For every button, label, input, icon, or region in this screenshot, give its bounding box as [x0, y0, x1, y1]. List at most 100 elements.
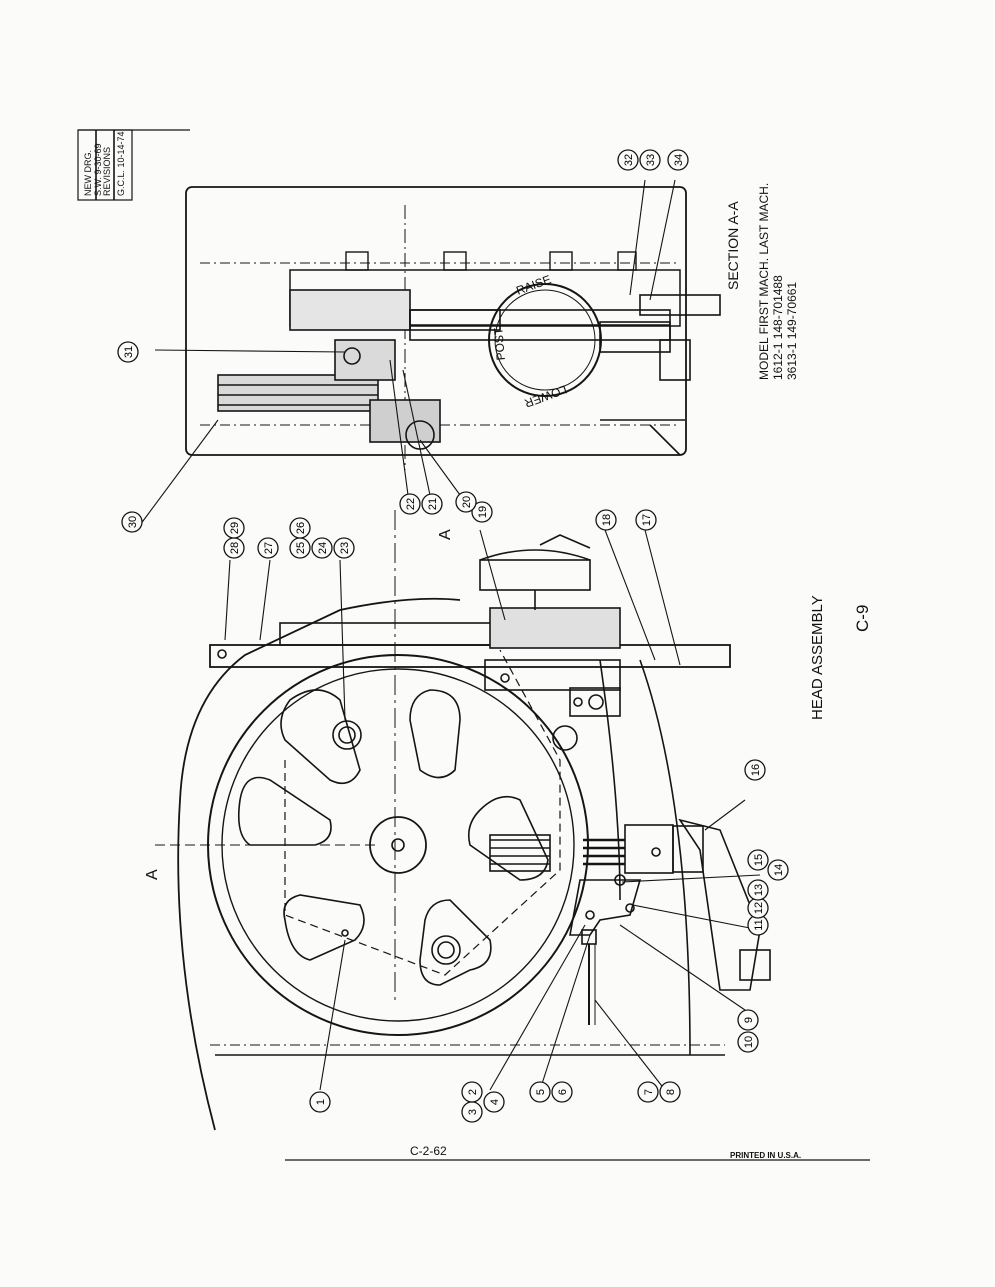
- callout-number: 19: [477, 506, 489, 518]
- callout-number: 23: [339, 542, 351, 554]
- callout-3: 3: [461, 1101, 483, 1123]
- callout-34: 34: [667, 149, 689, 171]
- rev-line-4: G.C.L. 10-14-74: [116, 131, 126, 196]
- callout-number: 11: [753, 919, 765, 930]
- frame-outline: [177, 597, 725, 1131]
- callout-circle: [635, 509, 657, 531]
- callout-number: 5: [535, 1089, 547, 1095]
- callout-11: 11: [747, 914, 769, 936]
- callout-number: 1: [315, 1099, 327, 1105]
- callout-number: 33: [645, 154, 657, 166]
- callout-circle: [257, 537, 279, 559]
- callout-number: 31: [123, 346, 135, 358]
- callout-number: 26: [295, 522, 307, 534]
- callout-33: 33: [639, 149, 661, 171]
- band-wheel: [155, 510, 589, 1036]
- callout-number: 32: [623, 154, 635, 166]
- callout-5: 5: [529, 1081, 551, 1103]
- callout-number: 27: [263, 542, 275, 554]
- leader-lines: [139, 179, 761, 1091]
- callout-27: 27: [257, 537, 279, 559]
- dial-raise-label: RAISE: [514, 272, 553, 297]
- callout-29: 29: [223, 517, 245, 539]
- callout-22: 22: [399, 493, 421, 515]
- callout-number: 14: [773, 864, 785, 876]
- callout-number: 2: [467, 1089, 479, 1095]
- callout-number: 4: [489, 1099, 501, 1105]
- callout-circle: [289, 517, 311, 539]
- callout-28: 28: [223, 537, 245, 559]
- callout-circle: [399, 493, 421, 515]
- callout-7: 7: [637, 1081, 659, 1103]
- callout-number: 3: [467, 1109, 479, 1115]
- callout-number: 15: [753, 854, 765, 866]
- callout-circle: [551, 1081, 573, 1103]
- revision-box-text: NEW DRG. S.W. 9-30-69 REVISIONS G.C.L. 1…: [83, 131, 126, 196]
- section-label: SECTION A-A: [725, 201, 741, 290]
- rev-line-2: S.W. 9-30-69: [93, 143, 103, 196]
- callout-19: 19: [471, 501, 493, 523]
- linkage: [569, 874, 642, 1025]
- callout-circle: [455, 491, 477, 513]
- callout-number: 21: [427, 498, 439, 510]
- callout-26: 26: [289, 517, 311, 539]
- callout-circle: [639, 149, 661, 171]
- callout-1: 1: [309, 1091, 331, 1113]
- callout-number: 17: [641, 514, 653, 526]
- callout-17: 17: [635, 509, 657, 531]
- callout-10: 10: [737, 1031, 759, 1053]
- dial-lower-label: LOWER: [522, 382, 568, 410]
- callout-circle: [483, 1091, 505, 1113]
- tension-spring: [489, 818, 771, 991]
- printed-note: PRINTED IN U.S.A.: [730, 1151, 801, 1160]
- callout-number: 6: [557, 1089, 569, 1095]
- callout-16: 16: [744, 759, 766, 781]
- dial-post-label: POST: [491, 327, 508, 361]
- callout-number: 22: [405, 498, 417, 510]
- callout-circle: [471, 501, 493, 523]
- callout-number: 13: [753, 884, 765, 896]
- callout-number: 25: [295, 542, 307, 554]
- callout-circle: [659, 1081, 681, 1103]
- callout-21: 21: [421, 493, 443, 515]
- callout-circle: [333, 537, 355, 559]
- callout-circle: [637, 1081, 659, 1103]
- callout-circle: [617, 149, 639, 171]
- callout-32: 32: [617, 149, 639, 171]
- callout-circle: [117, 341, 139, 363]
- callout-number: 29: [229, 522, 241, 534]
- callout-8: 8: [659, 1081, 681, 1103]
- revision-box: [77, 129, 190, 201]
- callout-25: 25: [289, 537, 311, 559]
- callout-number: 34: [673, 154, 685, 166]
- callout-9: 9: [737, 1009, 759, 1031]
- callout-circle: [667, 149, 689, 171]
- callout-circle: [747, 849, 769, 871]
- callout-circle: [121, 511, 143, 533]
- callout-20: 20: [455, 491, 477, 513]
- page-code: C-9: [853, 605, 872, 632]
- callout-number: 7: [643, 1089, 655, 1095]
- callout-4: 4: [483, 1091, 505, 1113]
- callout-circle: [747, 879, 769, 901]
- callout-circle: [529, 1081, 551, 1103]
- callout-circle: [223, 517, 245, 539]
- callout-number: 12: [753, 902, 765, 914]
- footer-code: C-2-62: [410, 1144, 447, 1158]
- callout-number: 24: [317, 542, 329, 554]
- callout-18: 18: [595, 509, 617, 531]
- callout-circle: [461, 1101, 483, 1123]
- callout-number: 20: [461, 496, 473, 508]
- callout-number: 10: [743, 1036, 755, 1048]
- callout-number: 18: [601, 514, 613, 526]
- callout-number: 8: [665, 1089, 677, 1095]
- callout-circle: [421, 493, 443, 515]
- callout-13: 13: [747, 879, 769, 901]
- section-marker-top: A: [437, 529, 454, 540]
- rev-line-3: REVISIONS: [102, 147, 112, 196]
- callout-circle: [595, 509, 617, 531]
- callout-31: 31: [117, 341, 139, 363]
- callout-number: 16: [750, 764, 762, 776]
